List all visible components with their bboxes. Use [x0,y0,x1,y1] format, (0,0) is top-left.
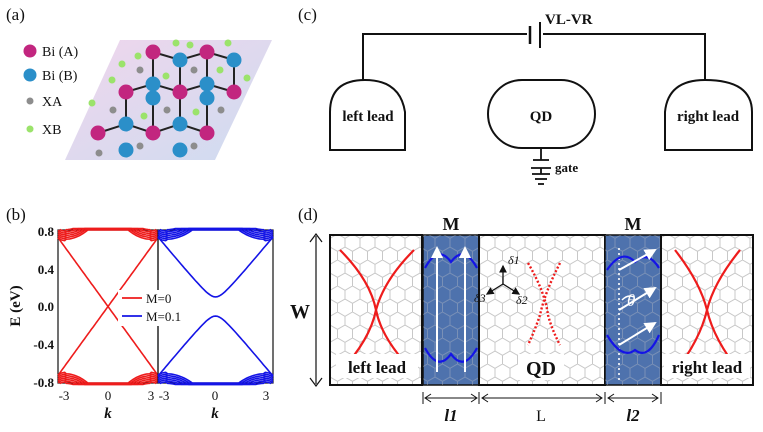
ytick-0.0: 0.0 [38,299,54,314]
qd-c: QD [487,79,596,149]
panel-a-label: (a) [6,5,25,24]
legend-m01: M=0.1 [146,309,181,324]
xtick-left-0: 0 [105,388,112,403]
left-lead-label-c: left lead [342,109,394,125]
xtick-left-neg3: -3 [59,388,70,403]
panel-d-label: (d) [298,205,318,224]
gate-symbol [531,148,551,185]
xtick-right-3: 3 [263,388,270,403]
bi-b-marker [23,68,37,82]
qd-label-c: QD [530,109,553,125]
band-line [159,227,272,232]
xtick-right-neg3: -3 [159,388,170,403]
left-lead-label-d: left lead [348,358,407,377]
delta2-label: δ2 [516,293,528,307]
band-line [59,227,157,232]
band-line [157,315,274,377]
x-axis-label-right: k [211,406,219,422]
legend-m0: M=0 [146,291,171,306]
x-axis: -3 0 3 -3 0 3 k k [59,388,270,422]
big-l-label: L [536,408,546,425]
bi-a-marker [23,44,37,58]
xb-marker [26,125,34,133]
circuit-wires [362,33,706,80]
band-line [57,229,159,242]
qd-d: δ1 δ2 δ3 QD [474,234,606,386]
l2-label: l2 [626,406,640,425]
left-lead-c: left lead [329,78,406,151]
delta3-label: δ3 [474,291,486,305]
bands-m0 [57,227,159,386]
bi-a-atoms [90,44,242,141]
bond-vectors [485,264,521,295]
panel-b-label: (b) [6,205,26,224]
crystal-lattice [65,39,272,160]
xtick-left-3: 3 [148,388,155,403]
legend-bi-a: Bi (A) [42,45,79,60]
m1-label: M [443,214,460,234]
y-axis-label: E (eV) [8,285,24,326]
legend-a: Bi (A) Bi (B) XA XB [23,44,79,138]
panel-c-label: (c) [298,5,317,24]
l1-label: l1 [444,406,457,425]
theta-label: θ [627,291,635,310]
bi-b-atoms [118,52,242,158]
right-lead-d: right lead [660,234,754,386]
x-axis-label-left: k [104,406,112,422]
band-line [157,236,274,298]
legend-xb: XB [42,123,61,138]
panel-c: (c) VL-VR left lead QD right lead [298,5,753,185]
panel-d: (d) W left lead M [290,205,754,425]
band-line [57,371,159,384]
legend-bi-b: Bi (B) [42,69,78,84]
xa-marker [26,97,34,105]
ytick--0.8: -0.8 [33,375,54,390]
barrier-m2: θ M [604,214,662,386]
right-lead-label-d: right lead [672,358,743,377]
band-line [59,381,157,386]
band-line [157,371,274,384]
band-line [57,305,159,376]
voltage-label: VL-VR [545,12,593,28]
xb-atoms [88,39,251,120]
delta1-label: δ1 [508,253,520,267]
xa-atoms [95,66,225,157]
bands-m01 [157,227,274,386]
ytick--0.4: -0.4 [33,337,54,352]
xtick-right-0: 0 [212,388,219,403]
gate-label: gate [555,160,578,175]
band-plot-m01 [157,227,274,386]
right-lead-label-c: right lead [677,109,740,125]
voltage-source: VL-VR [528,12,593,48]
y-axis: 0.8 0.4 0.0 -0.4 -0.8 E (eV) [8,224,55,390]
ytick-0.8: 0.8 [38,224,55,239]
panel-a: (a) Bi (A) Bi (B) XA XB [6,5,272,160]
band-line [157,229,274,242]
left-lead-d: left lead [329,234,423,386]
barrier-m1: M [422,214,480,386]
ytick-0.4: 0.4 [38,262,55,277]
band-plot-m0 [57,227,159,386]
length-dimensions [422,392,662,404]
band-line [159,381,272,386]
legend-b: M=0 M=0.1 [118,290,200,326]
width-dimension: W [290,233,323,387]
m2-label: M [625,214,642,234]
w-label: W [290,301,310,323]
legend-xa: XA [42,95,63,110]
legend-b-bg [118,290,200,326]
qd-label-d: QD [526,358,556,380]
panel-b: (b) 0.8 0.4 0.0 -0.4 -0.8 E (eV) -3 0 3 … [6,205,274,422]
right-lead-c: right lead [664,78,753,151]
